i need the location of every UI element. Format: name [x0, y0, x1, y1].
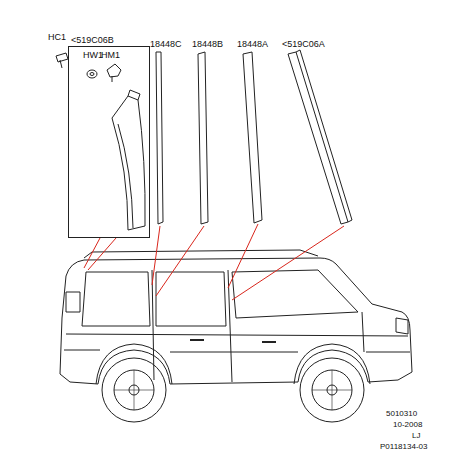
trim-strip [198, 52, 208, 224]
part-group-box: <519C06BHW1HM1 [68, 46, 150, 238]
part-number: <519C06B [71, 36, 114, 45]
quarter-window [82, 272, 150, 326]
part-code: HW1 [83, 51, 103, 60]
washer [87, 70, 97, 78]
part-number: HC1 [48, 33, 66, 42]
part-number: <519C06A [282, 40, 325, 49]
drawing-reference: 5010310 [386, 410, 417, 418]
part-number: 18448B [192, 40, 223, 49]
clip [56, 53, 68, 68]
part-number: 18448A [237, 40, 268, 49]
trim-strip [156, 52, 163, 224]
trim-panel [112, 96, 145, 230]
roof-rail [84, 250, 318, 258]
leader-line [84, 224, 344, 300]
car-body [60, 258, 412, 384]
front-door-window [232, 270, 358, 318]
drawing-reference: LJ [412, 432, 420, 440]
drawing-reference: P0118134-03 [380, 443, 427, 451]
trim-strip [288, 50, 352, 224]
part-code: HM1 [101, 51, 120, 60]
part-number: 18448C [150, 40, 182, 49]
clip [107, 64, 121, 82]
trim-strip [243, 52, 262, 223]
drawing-reference: 10-2008 [393, 421, 422, 429]
